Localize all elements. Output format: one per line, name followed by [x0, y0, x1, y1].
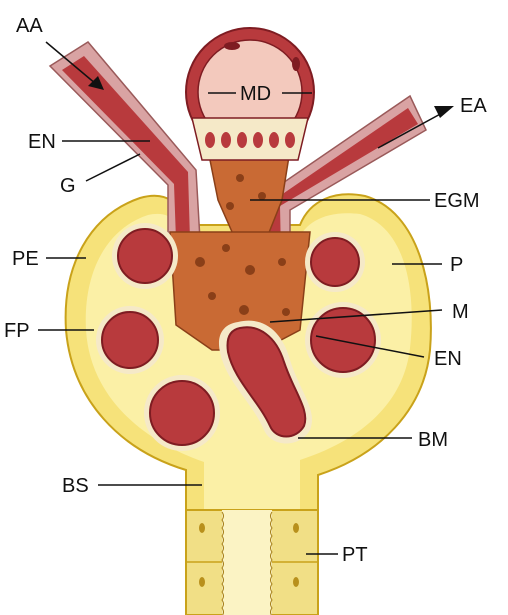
afferent-arteriole: [62, 56, 190, 240]
tubule-wall-nucleus: [292, 57, 300, 71]
afferent-arrowhead: [88, 76, 104, 90]
tubule-lumen: [222, 510, 272, 615]
label-bm: BM: [418, 429, 448, 451]
brush-border-left: [221, 511, 224, 615]
label-aa: AA: [16, 15, 43, 37]
macula-densa-nuclei: [205, 132, 295, 148]
capillary-loop-elongated: [218, 320, 312, 444]
capillary-loop: [305, 232, 365, 292]
efferent-arrowhead: [434, 106, 454, 118]
capillary-loop: [305, 302, 381, 378]
label-g: G: [60, 175, 76, 197]
tubule-wall-nucleus: [224, 42, 240, 50]
label-bs: BS: [62, 475, 89, 497]
tubule-nucleus: [199, 577, 205, 587]
label-en-bottom: EN: [434, 348, 462, 370]
label-egm: EGM: [434, 190, 480, 212]
capillary-loop: [144, 375, 220, 451]
capillary-loop: [96, 306, 164, 374]
mesangial-cells: [195, 174, 290, 334]
label-en-top: EN: [28, 131, 56, 153]
macula-densa-cells: [191, 117, 309, 161]
leader-lines: [38, 41, 445, 555]
tubule-nucleus: [293, 577, 299, 587]
efferent-arteriole: [268, 108, 418, 300]
label-pt: PT: [342, 544, 368, 566]
label-fp: FP: [4, 320, 30, 342]
tubule-nucleus: [293, 523, 299, 533]
label-p: P: [450, 254, 463, 276]
tubule-nucleus: [199, 523, 205, 533]
label-pe: PE: [12, 248, 39, 270]
label-ea: EA: [460, 95, 487, 117]
label-m: M: [452, 301, 469, 323]
capillary-loop: [112, 223, 178, 289]
brush-border-right: [270, 511, 273, 615]
label-md: MD: [240, 83, 271, 105]
